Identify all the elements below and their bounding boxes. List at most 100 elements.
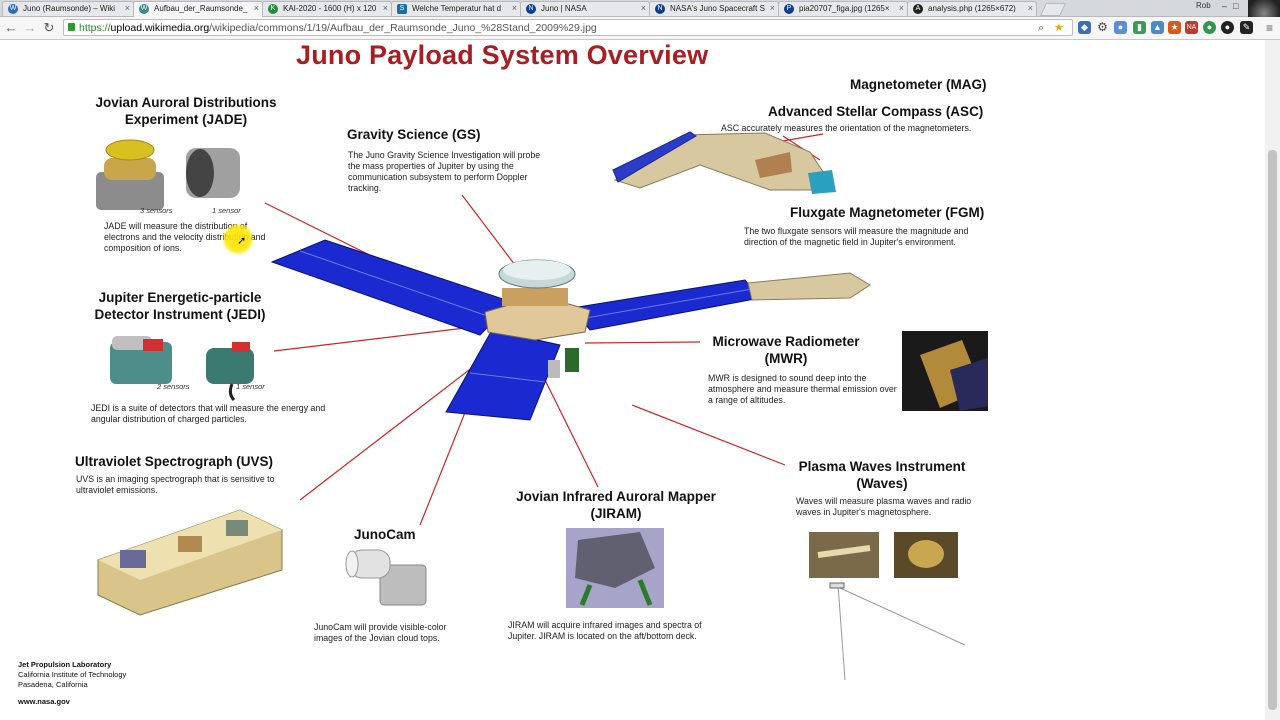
- jedi-description: JEDI is a suite of detectors that will m…: [91, 403, 326, 424]
- jedi-heading: Jupiter Energetic-particle Detector Inst…: [94, 290, 266, 322]
- jade-description: JADE will measure the distribution of el…: [104, 221, 266, 253]
- tab-close-icon[interactable]: ×: [511, 3, 517, 13]
- scrollbar-thumb[interactable]: [1268, 150, 1277, 710]
- chrome-menu-icon[interactable]: ≡: [1266, 21, 1274, 35]
- tab-pia20707[interactable]: P pia20707_figa.jpg (1265× ×: [778, 1, 908, 16]
- jedi-caption-right: 1 sensor: [236, 382, 265, 391]
- gear-icon[interactable]: ⚙: [1097, 20, 1108, 34]
- tab-wikipedia-juno[interactable]: W Juno (Raumsonde) – Wiki ×: [2, 1, 134, 16]
- tab-close-icon[interactable]: ×: [898, 3, 904, 13]
- tab-close-icon[interactable]: ×: [382, 3, 388, 13]
- tab-welche-temperatur[interactable]: S Welche Temperatur hat d ×: [391, 1, 521, 16]
- star-extension-icon[interactable]: ★: [1168, 21, 1181, 34]
- address-bar[interactable]: https://upload.wikimedia.org/wikipedia/c…: [63, 19, 1073, 36]
- tab-close-icon[interactable]: ×: [124, 3, 130, 13]
- jpl-location: Pasadena, California: [18, 680, 88, 689]
- waves-antenna-line: [837, 584, 846, 681]
- uvs-description: UVS is an imaging spectrograph that is s…: [76, 474, 275, 495]
- tab-close-icon[interactable]: ×: [1027, 3, 1033, 13]
- github-favicon-icon: A: [913, 4, 923, 14]
- tab-kai-2020[interactable]: K KAI-2020 - 1600 (H) x 120 ×: [262, 1, 392, 16]
- browser-toolbar: ← → ↻ https://upload.wikimedia.org/wikip…: [0, 17, 1280, 40]
- asc-heading: Advanced Stellar Compass (ASC): [768, 104, 984, 119]
- url-text[interactable]: https://upload.wikimedia.org/wikipedia/c…: [79, 21, 597, 35]
- poster-title: Juno Payload System Overview: [296, 40, 709, 70]
- jedi-caption-left: 2 sensors: [157, 382, 190, 391]
- uvs-heading: Ultraviolet Spectrograph (UVS): [75, 454, 274, 469]
- tab-nasa-juno-spacecraft[interactable]: N NASA's Juno Spacecraft S ×: [649, 1, 779, 16]
- jedi-sensor-illustration: [110, 336, 254, 402]
- pen-extension-icon[interactable]: ✎: [1240, 21, 1253, 34]
- tab-close-icon[interactable]: ×: [253, 3, 259, 13]
- wikipedia-favicon-icon: W: [8, 4, 18, 14]
- jpl-credit: Jet Propulsion Laboratory California Ins…: [18, 660, 126, 690]
- jpl-name: Jet Propulsion Laboratory: [18, 660, 112, 669]
- chart-extension-icon[interactable]: ▮: [1133, 21, 1146, 34]
- shield-extension-icon[interactable]: ◆: [1078, 21, 1091, 34]
- juno-spacecraft-illustration: [270, 131, 871, 421]
- wikimedia-favicon-icon: W: [139, 4, 149, 14]
- puzzle-extension-icon[interactable]: ▲: [1151, 21, 1164, 34]
- tab-label: analysis.php (1265×672): [928, 4, 1016, 13]
- nasa-favicon-icon: N: [526, 4, 536, 14]
- tab-label: NASA's Juno Spacecraft S: [670, 4, 765, 13]
- juno-diagram: [96, 131, 988, 681]
- back-icon[interactable]: ←: [4, 20, 18, 35]
- jiram-heading: Jovian Infrared Auroral Mapper (JIRAM): [516, 489, 716, 521]
- jade-heading: Jovian Auroral Distributions Experiment …: [95, 95, 277, 127]
- new-tab-button[interactable]: [1039, 3, 1067, 16]
- junocam-description: JunoCam will provide visible-color image…: [314, 622, 447, 643]
- forward-icon[interactable]: →: [23, 20, 37, 35]
- nasa-favicon-icon: N: [655, 4, 665, 14]
- tab-label: pia20707_figa.jpg (1265×: [799, 4, 890, 13]
- uvs-instrument-illustration: [97, 509, 283, 616]
- junocam-illustration: [345, 549, 427, 606]
- gs-description: The Juno Gravity Science Investigation w…: [348, 150, 541, 193]
- vertical-scrollbar[interactable]: [1265, 40, 1280, 720]
- lock-icon: [68, 23, 75, 31]
- profile-name[interactable]: Rob: [1196, 1, 1211, 10]
- tab-label: Aufbau_der_Raumsonde_: [154, 4, 248, 13]
- url-host: upload.wikimedia.org: [110, 22, 210, 34]
- waves-antenna-line: [839, 587, 966, 646]
- tab-strip: W Juno (Raumsonde) – Wiki × W Aufbau_der…: [0, 0, 1280, 30]
- tab-analysis-php[interactable]: A analysis.php (1265×672) ×: [907, 1, 1037, 16]
- fgm-description: The two fluxgate sensors will measure th…: [744, 226, 969, 247]
- mwr-heading: Microwave Radiometer (MWR): [712, 334, 860, 366]
- url-scheme: https://: [79, 22, 111, 34]
- url-path: /wikipedia/commons/1/19/Aufbau_der_Raums…: [209, 22, 597, 34]
- na-extension-icon[interactable]: NA: [1185, 21, 1198, 34]
- fgm-heading: Fluxgate Magnetometer (FGM): [790, 205, 985, 220]
- tab-aufbau-raumsonde[interactable]: W Aufbau_der_Raumsonde_ ×: [133, 1, 263, 17]
- tab-label: KAI-2020 - 1600 (H) x 120: [283, 4, 377, 13]
- jade-caption-right: 1 sensor: [212, 206, 241, 215]
- tab-label: Juno (Raumsonde) – Wiki: [23, 4, 116, 13]
- kai-favicon-icon: K: [268, 4, 278, 14]
- image-favicon-icon: P: [784, 4, 794, 14]
- circle-extension-icon[interactable]: ●: [1203, 21, 1216, 34]
- cursor-highlight: [222, 223, 254, 255]
- tab-juno-nasa[interactable]: N Juno | NASA ×: [520, 1, 650, 16]
- jiram-photo: [566, 528, 664, 608]
- bookmark-star-icon[interactable]: ★: [1054, 22, 1064, 34]
- waves-description: Waves will measure plasma waves and radi…: [796, 496, 972, 517]
- maximize-icon[interactable]: □: [1233, 1, 1239, 11]
- tab-label: Juno | NASA: [541, 4, 587, 13]
- image-viewport: Juno Payload System Overview Jovian Auro…: [0, 40, 1265, 720]
- jiram-description: JIRAM will acquire infrared images and s…: [508, 620, 702, 641]
- waves-heading: Plasma Waves Instrument (Waves): [798, 459, 966, 491]
- tab-close-icon[interactable]: ×: [769, 3, 775, 13]
- mouse-pointer-icon: ➚: [237, 235, 247, 247]
- minimize-icon[interactable]: –: [1222, 1, 1228, 11]
- zoom-icon[interactable]: ⌕: [1038, 22, 1045, 34]
- camera-extension-icon[interactable]: ●: [1221, 21, 1234, 34]
- caltech-name: California Institute of Technology: [18, 670, 127, 679]
- tab-close-icon[interactable]: ×: [640, 3, 646, 13]
- reload-icon[interactable]: ↻: [43, 20, 55, 35]
- waves-photos: [809, 532, 958, 589]
- s-favicon-icon: S: [397, 4, 407, 14]
- jade-caption-left: 3 sensors: [140, 206, 173, 215]
- gs-heading: Gravity Science (GS): [347, 127, 481, 142]
- globe-extension-icon[interactable]: ●: [1114, 21, 1127, 34]
- mwr-photo: [902, 331, 988, 411]
